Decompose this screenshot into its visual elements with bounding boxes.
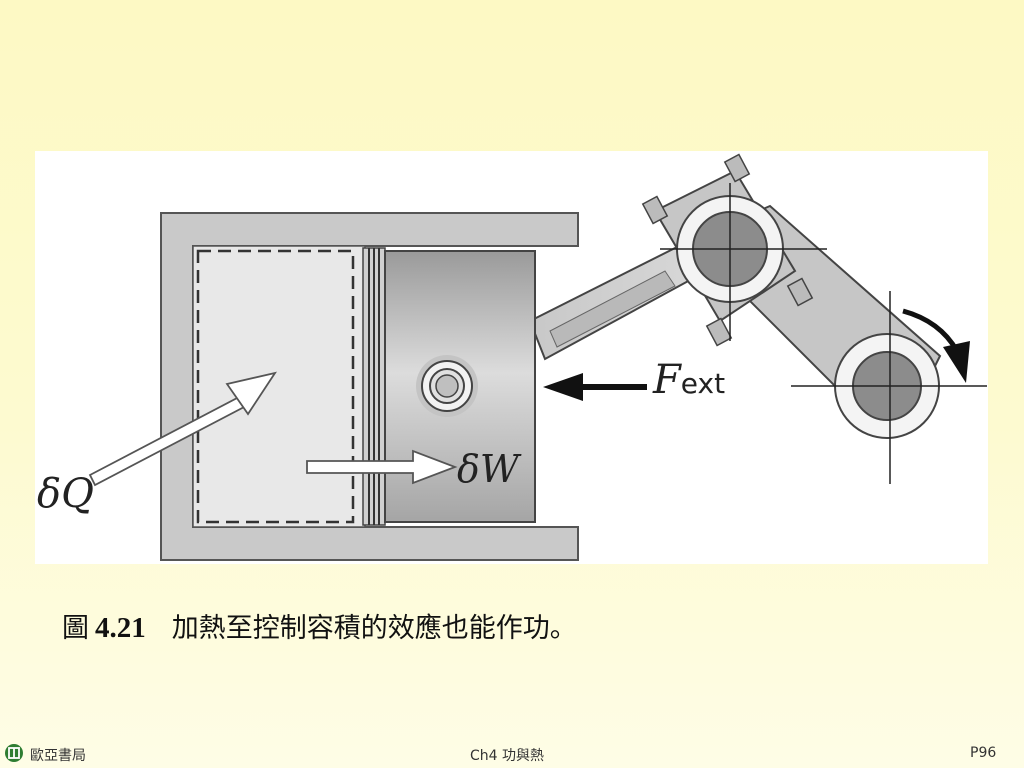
page-number: P96: [970, 745, 997, 761]
publisher-name: 歐亞書局: [30, 748, 86, 764]
chapter-title: Ch4 功與熱: [470, 748, 545, 764]
control-volume-boundary: [196, 249, 355, 524]
work-label: δW: [457, 447, 519, 491]
figure-panel: δQ δW Fext: [35, 151, 988, 564]
caption-prefix: 圖: [62, 613, 89, 644]
rotation-arrow: [902, 308, 970, 383]
force-subscript: ext: [680, 367, 726, 400]
big-end-bearing: [641, 153, 827, 347]
crank-journal: [791, 291, 987, 484]
heat-label: δQ: [37, 471, 94, 517]
gas-region: [192, 245, 366, 528]
publisher-logo-icon: [5, 744, 23, 762]
wrist-pin: [416, 355, 478, 417]
force-symbol: F: [653, 357, 681, 403]
force-label: Fext: [653, 357, 725, 403]
heat-arrow: [88, 371, 277, 487]
work-arrow: [306, 449, 458, 485]
piston-cylinder-diagram: [88, 153, 987, 561]
caption-number: 4.21: [95, 612, 146, 644]
caption-text: 加熱至控制容積的效應也能作功。: [171, 613, 577, 644]
piston-rings: [362, 247, 386, 526]
connecting-rod: [528, 241, 705, 361]
force-arrow: [543, 373, 647, 401]
